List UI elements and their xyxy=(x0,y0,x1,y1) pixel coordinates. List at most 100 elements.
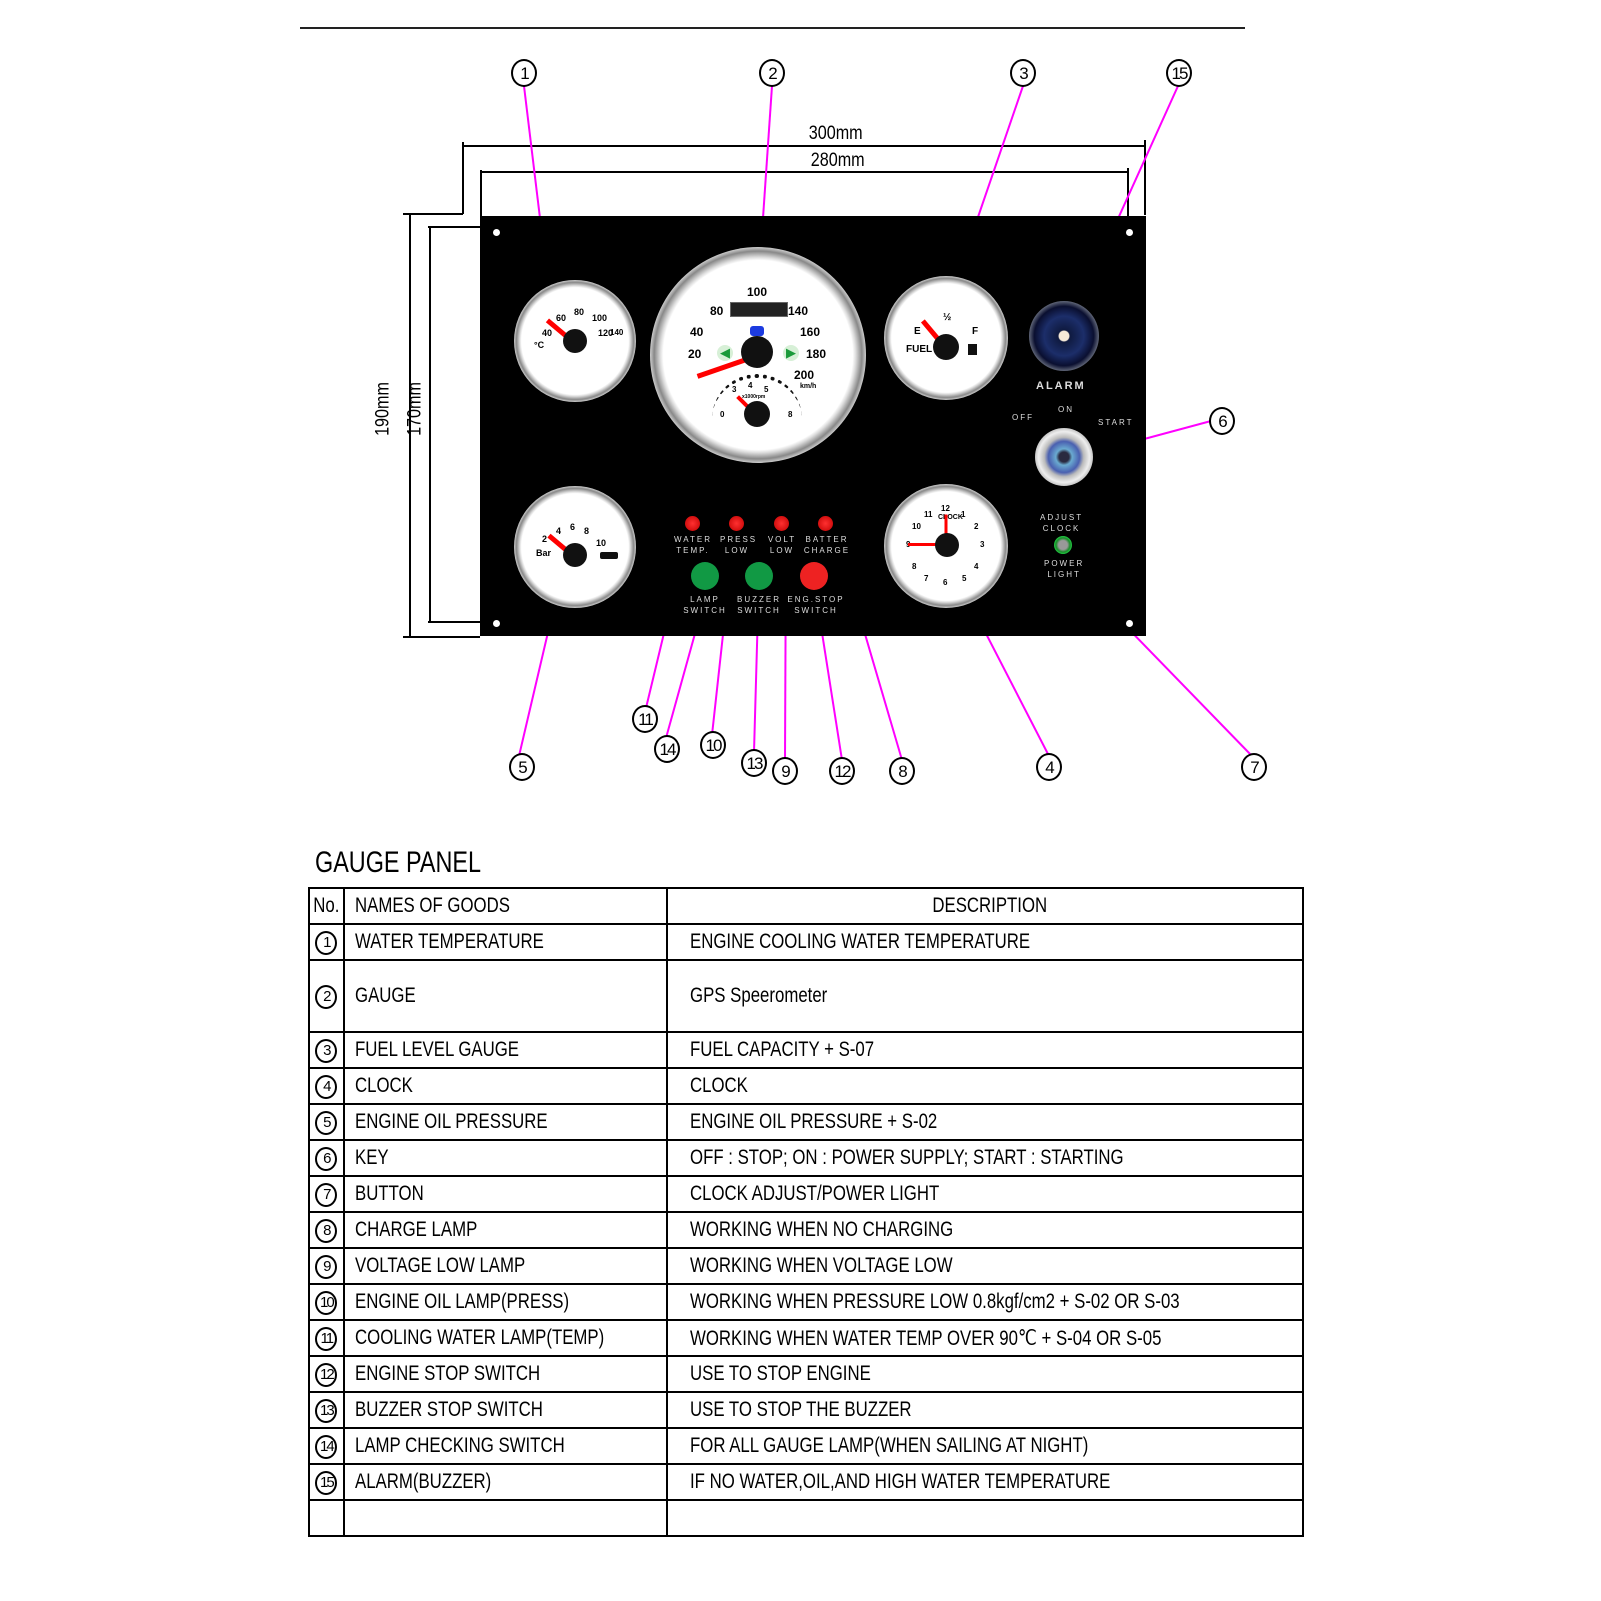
oil-tick: 6 xyxy=(570,522,576,532)
turn-right-indicator-icon: ▶ xyxy=(783,345,799,361)
speed-tick-20: 20 xyxy=(688,347,702,361)
table-row xyxy=(308,1499,1305,1537)
tach-tick: 4 xyxy=(748,381,753,390)
row-number: 6 xyxy=(308,1139,345,1177)
row-name: ALARM(BUZZER) xyxy=(342,1463,669,1501)
clock-numeral: 11 xyxy=(924,510,933,519)
gauge-hub xyxy=(933,334,959,360)
row-number: 2 xyxy=(308,959,345,1033)
water-temp-tick: 80 xyxy=(574,307,585,317)
callout-2: 2 xyxy=(759,59,785,87)
dim-outer-height: 190mm xyxy=(372,382,394,436)
clock-label: CLOCK xyxy=(938,514,963,521)
fuel-empty-mark: E xyxy=(914,326,921,337)
fuel-label: FUEL xyxy=(906,344,933,355)
row-name: CHARGE LAMP xyxy=(342,1211,669,1249)
fuel-half-mark: ½ xyxy=(943,312,952,323)
fuel-pump-icon xyxy=(968,344,977,355)
speed-tick-180: 180 xyxy=(806,347,827,361)
row-number: 15 xyxy=(308,1463,345,1501)
leader-lines-layer xyxy=(403,85,1253,761)
row-name: BUTTON xyxy=(342,1175,669,1213)
row-description: WORKING WHEN NO CHARGING xyxy=(666,1211,1305,1249)
callout-1: 1 xyxy=(511,59,537,87)
row-description: CLOCK ADJUST/POWER LIGHT xyxy=(666,1175,1305,1213)
speed-tick-100: 100 xyxy=(747,285,768,299)
leader-5 xyxy=(518,627,550,757)
alarm-label: ALARM xyxy=(1036,380,1086,392)
row-description: IF NO WATER,OIL,AND HIGH WATER TEMPERATU… xyxy=(666,1463,1305,1501)
gauge-panel: °C 40 60 80 100 120 140 100 80 140 40 16… xyxy=(480,216,1146,636)
clock-adjust-power-light-button[interactable] xyxy=(1054,536,1072,554)
water-temp-tick: 100 xyxy=(592,313,608,323)
tach-tick: 3 xyxy=(732,385,737,394)
table-title: GAUGE PANEL xyxy=(315,846,482,879)
callout-9: 9 xyxy=(772,757,798,785)
row-description: WORKING WHEN WATER TEMP OVER 90℃ + S-04 … xyxy=(666,1319,1305,1357)
row-number xyxy=(308,1499,345,1537)
callout-5: 5 xyxy=(509,753,535,781)
row-number: 8 xyxy=(308,1211,345,1249)
ignition-key-switch[interactable] xyxy=(1035,428,1093,486)
row-name: ENGINE OIL PRESSURE xyxy=(342,1103,669,1141)
clock-numeral: 1 xyxy=(961,510,966,519)
charge-lamp xyxy=(818,516,833,531)
row-number: 9 xyxy=(308,1247,345,1285)
clock-numeral: 4 xyxy=(974,562,979,571)
key-on-label: ON xyxy=(1058,405,1074,414)
row-description: FUEL CAPACITY + S-07 xyxy=(666,1031,1305,1069)
water-temp-tick: 140 xyxy=(610,328,624,337)
clock-numeral: 8 xyxy=(912,562,917,571)
clock-numeral: 7 xyxy=(924,574,929,583)
oil-tick: 8 xyxy=(584,526,590,536)
row-name: KEY xyxy=(342,1139,669,1177)
row-number: 3 xyxy=(308,1031,345,1069)
power-light-label: POWER LIGHT xyxy=(1044,559,1085,579)
row-name: FUEL LEVEL GAUGE xyxy=(342,1031,669,1069)
gps-speedometer: 100 80 140 40 160 20 180 ◀ ▶ 200 km/h 3 … xyxy=(650,247,866,463)
clock-numeral: 2 xyxy=(974,522,979,531)
row-number: 10 xyxy=(308,1283,345,1321)
row-number: 1 xyxy=(308,923,345,961)
row-name xyxy=(342,1499,669,1537)
header-description: DESCRIPTION xyxy=(666,887,1305,925)
row-name: VOLTAGE LOW LAMP xyxy=(342,1247,669,1285)
engine-stop-switch[interactable] xyxy=(800,562,828,590)
row-description: USE TO STOP ENGINE xyxy=(666,1355,1305,1393)
clock-gauge: CLOCK 12 3 6 9 10 11 1 2 4 5 7 8 xyxy=(884,484,1008,608)
water-temp-unit: °C xyxy=(534,340,545,350)
lamp-check-switch[interactable] xyxy=(691,562,719,590)
row-name: BUZZER STOP SWITCH xyxy=(342,1391,669,1429)
engine-oil-pressure-gauge: 2 4 6 8 10 Bar xyxy=(514,486,636,608)
row-number: 7 xyxy=(308,1175,345,1213)
clock-numeral: 5 xyxy=(962,574,967,583)
gauge-hub xyxy=(935,533,959,557)
buzzer-stop-switch[interactable] xyxy=(745,562,773,590)
gauge-hub xyxy=(744,401,770,427)
leader-4 xyxy=(979,621,1050,757)
water-temp-tick: 120 xyxy=(598,328,614,338)
odometer-display xyxy=(730,302,788,317)
mount-hole xyxy=(1126,620,1133,627)
mount-hole xyxy=(493,620,500,627)
header-no: No. xyxy=(308,887,345,925)
speed-tick-160: 160 xyxy=(800,325,821,339)
row-description xyxy=(666,1499,1305,1537)
callout-4: 4 xyxy=(1036,753,1062,781)
callout-15: 15 xyxy=(1166,59,1192,87)
row-description: WORKING WHEN VOLTAGE LOW xyxy=(666,1247,1305,1285)
row-number: 5 xyxy=(308,1103,345,1141)
leader-2 xyxy=(762,85,773,219)
clock-numeral: 6 xyxy=(943,578,948,587)
tach-unit: x1000rpm xyxy=(742,394,766,400)
fuel-full-mark: F xyxy=(972,326,979,337)
